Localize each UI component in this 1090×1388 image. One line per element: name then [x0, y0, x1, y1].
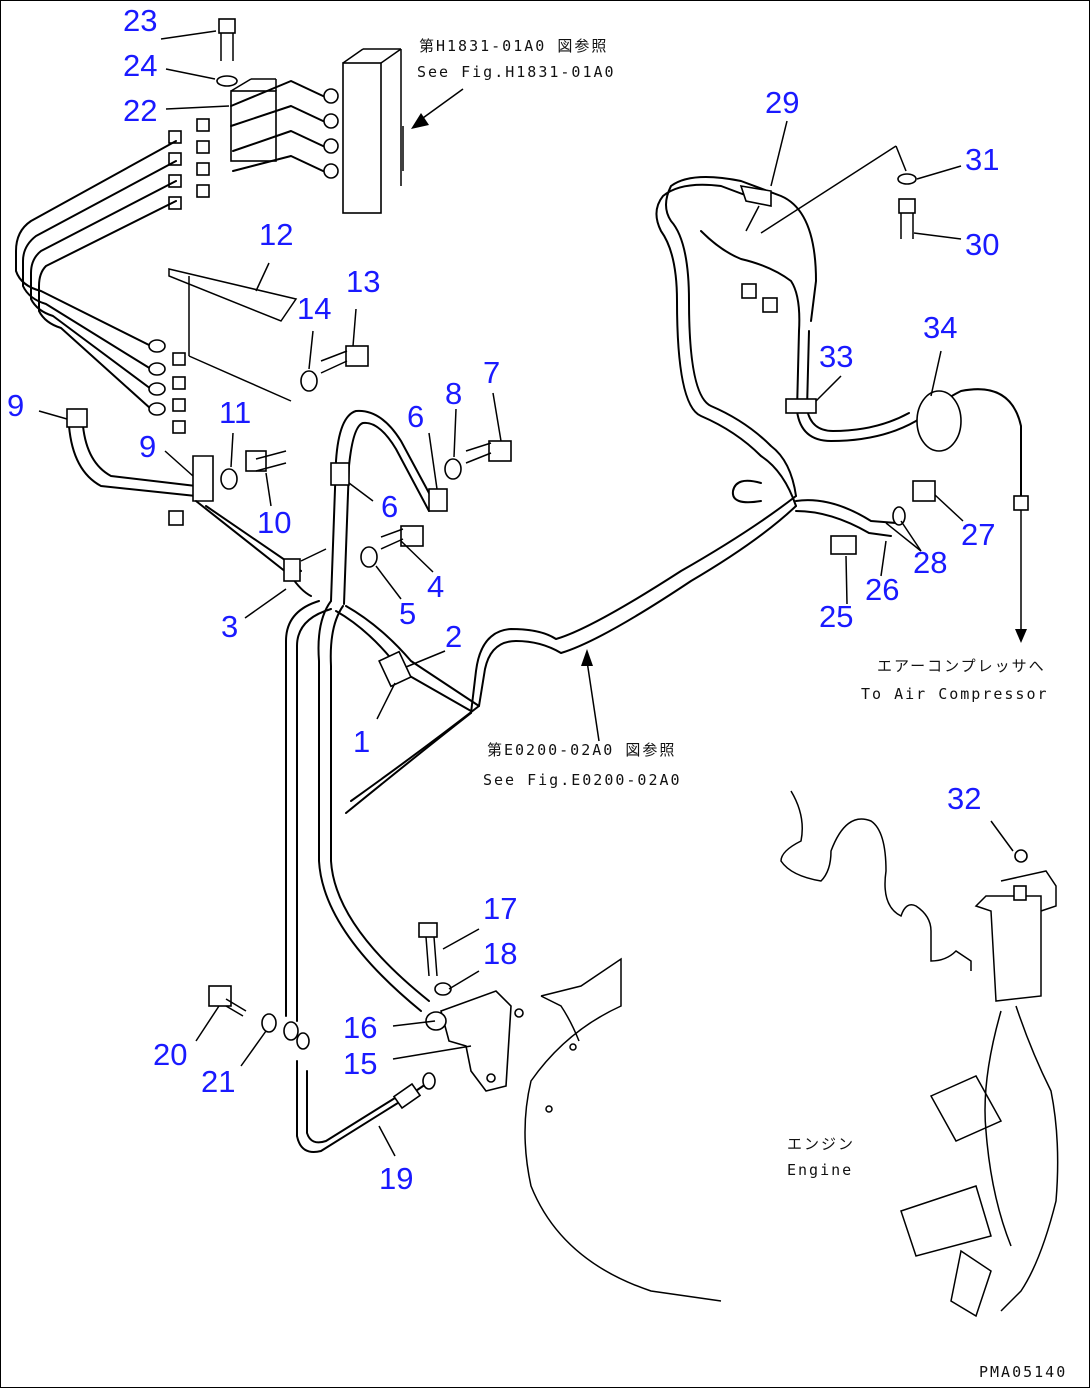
callout-9b: 9 — [139, 429, 157, 464]
junction-block — [323, 48, 402, 214]
bolt-10 — [220, 450, 287, 490]
leader-lines — [38, 30, 1014, 1157]
engine-jp: エンジン — [787, 1135, 856, 1153]
callout-27: 27 — [961, 517, 996, 552]
callout-28: 28 — [913, 545, 948, 580]
lower-parts — [208, 922, 524, 1153]
bolt-23 — [216, 18, 238, 87]
air-compressor-en: To Air Compressor — [861, 685, 1049, 703]
callout-30: 30 — [965, 227, 1000, 262]
figure-code: PMA05140 — [979, 1363, 1068, 1381]
callout-11: 11 — [219, 395, 252, 430]
ref-h1831-jp: 第H1831-01A0 図参照 — [419, 37, 609, 55]
callout-8: 8 — [445, 376, 463, 411]
callout-22: 22 — [123, 93, 158, 128]
callout-23: 23 — [123, 3, 158, 38]
callout-19: 19 — [379, 1161, 414, 1196]
engine-en: Engine — [787, 1161, 854, 1179]
callout-15: 15 — [343, 1046, 378, 1081]
callout-18: 18 — [483, 936, 518, 971]
callout-17: 17 — [483, 891, 518, 926]
callout-6a: 6 — [381, 489, 399, 524]
callout-14: 14 — [297, 291, 332, 326]
callout-25: 25 — [819, 599, 854, 634]
bracket-22 — [168, 78, 277, 210]
callout-4: 4 — [427, 569, 445, 604]
callout-2: 2 — [445, 619, 463, 654]
callout-34: 34 — [923, 310, 958, 345]
clamp-9 — [66, 408, 214, 526]
callout-31: 31 — [965, 142, 1000, 177]
callout-9a: 9 — [7, 388, 25, 423]
callout-5: 5 — [399, 596, 417, 631]
main-hoses — [195, 409, 480, 1022]
hose-bundle — [15, 80, 324, 434]
callout-6b: 6 — [407, 399, 425, 434]
callout-10: 10 — [257, 505, 292, 540]
callout-32: 32 — [947, 781, 982, 816]
callout-24: 24 — [123, 48, 158, 83]
callout-12: 12 — [259, 217, 294, 252]
callout-13: 13 — [346, 264, 381, 299]
ref-h1831-en: See Fig.H1831-01A0 — [417, 63, 616, 81]
callout-16: 16 — [343, 1010, 378, 1045]
callout-7: 7 — [483, 355, 501, 390]
callout-3: 3 — [221, 609, 239, 644]
reference-arrows — [402, 88, 600, 742]
callout-33: 33 — [819, 339, 854, 374]
engine-outline — [524, 790, 1059, 1318]
callout-20: 20 — [153, 1037, 188, 1072]
compressor-hose — [470, 145, 1029, 714]
callout-29: 29 — [765, 85, 800, 120]
callout-1: 1 — [353, 724, 371, 759]
callout-21: 21 — [201, 1064, 236, 1099]
ref-e0200-en: See Fig.E0200-02A0 — [483, 771, 682, 789]
plate-12 — [168, 268, 298, 402]
air-compressor-jp: エアーコンプレッサへ — [877, 657, 1046, 675]
ref-e0200-jp: 第E0200-02A0 図参照 — [487, 741, 677, 759]
callout-26: 26 — [865, 572, 900, 607]
bolts-4-8 — [300, 345, 512, 568]
